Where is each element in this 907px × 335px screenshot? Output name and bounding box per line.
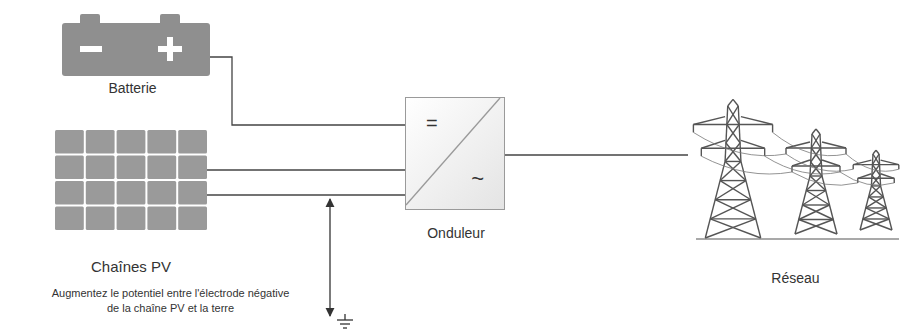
pv-panel-icon [55, 130, 207, 230]
battery-icon [62, 14, 210, 76]
inverter-drawing [406, 98, 503, 208]
pv-drawing [55, 130, 207, 230]
battery-node: Batterie [55, 12, 210, 78]
power-wire [210, 57, 405, 125]
node-label: Réseau [771, 270, 819, 286]
overhead-wires [693, 132, 898, 185]
node-label: Chaînes PV [91, 258, 171, 275]
node-label: Batterie [108, 80, 156, 96]
power-wire [207, 169, 405, 170]
current-symbol: ~ [471, 166, 484, 191]
pylon-icon [693, 99, 899, 239]
current-symbol: = [426, 112, 438, 135]
towers-drawing [688, 100, 903, 240]
power-wire [505, 154, 688, 155]
battery-drawing [55, 12, 210, 78]
grid-node: Réseau [688, 100, 903, 240]
pv-string-node: Chaînes PV [55, 130, 207, 230]
potential-arrow [329, 199, 330, 316]
inverter-box: =~Onduleur [405, 97, 505, 210]
inverter-diagonal [406, 98, 500, 205]
ground-symbol [337, 314, 353, 328]
node-label: Onduleur [427, 225, 485, 241]
note-label: Augmentez le potentiel entre l'électrode… [48, 286, 293, 316]
power-wire [207, 194, 405, 195]
